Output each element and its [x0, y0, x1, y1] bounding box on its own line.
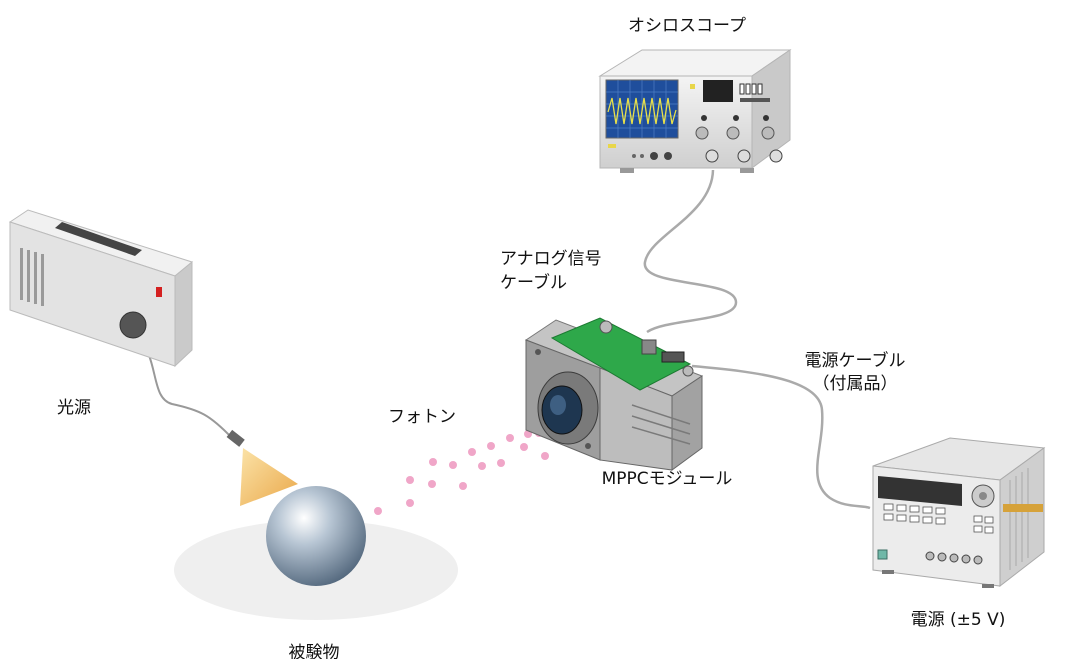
mppc-module [524, 317, 704, 471]
light-source [8, 209, 194, 368]
photon-label: フォトン [388, 407, 456, 427]
oscilloscope [598, 49, 792, 173]
pcb-board [550, 317, 692, 391]
light-guide-cable [136, 334, 233, 439]
photons [374, 429, 549, 515]
light-head [226, 429, 298, 506]
power-supply [872, 437, 1046, 588]
light-source-label: 光源 [57, 398, 91, 418]
power-cable [691, 364, 871, 510]
power-switch [156, 287, 162, 297]
power-supply-label: 電源 (±5 V) [911, 610, 1006, 630]
oscilloscope-label: オシロスコープ [628, 16, 746, 36]
analog-signal-cable [643, 169, 738, 334]
oscilloscope-waveform [607, 97, 677, 125]
analog-cable-label-line2: ケーブル [500, 272, 567, 293]
power-cable-label-line2: （付属品） [813, 374, 898, 394]
analog-cable-label-line1: アナログ信号 [500, 249, 602, 269]
mppc-module-label: MPPCモジュール [602, 469, 733, 489]
subject-label: 被験物 [289, 643, 340, 659]
light-cone [240, 448, 298, 506]
subject-sphere [266, 486, 366, 586]
power-cable-label-line1: 電源ケーブル [805, 350, 906, 371]
